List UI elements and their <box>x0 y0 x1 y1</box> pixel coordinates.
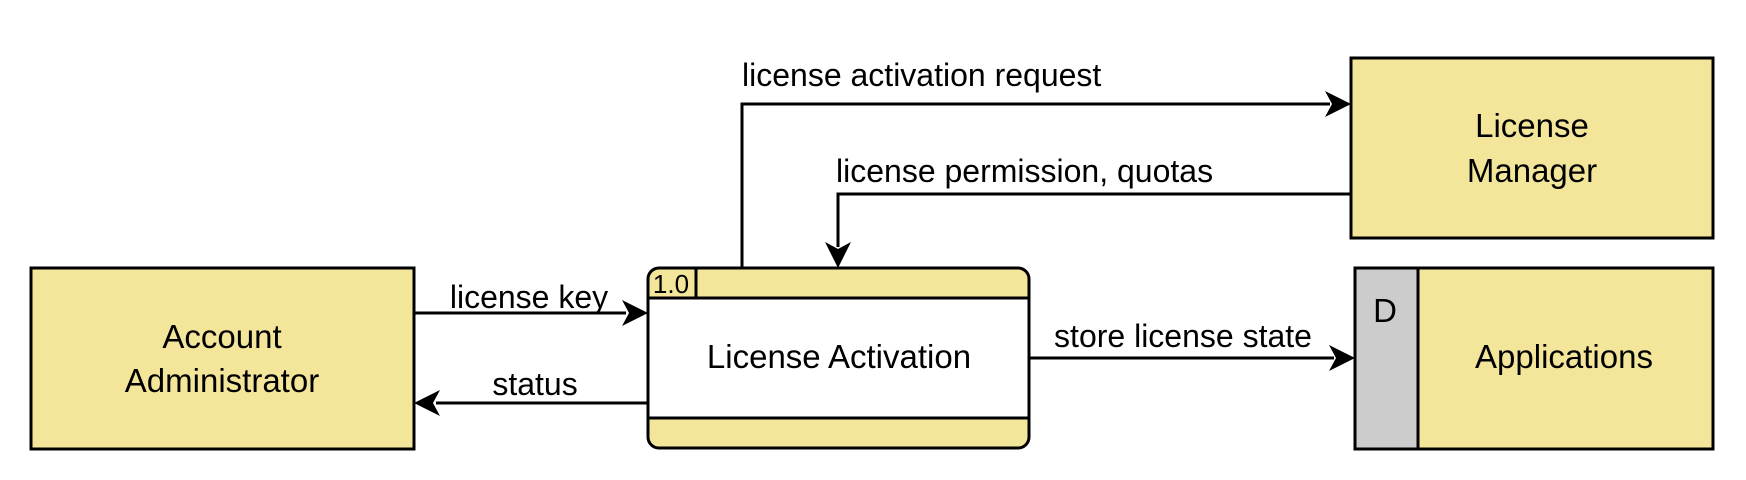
flow-status[interactable]: status <box>414 366 648 416</box>
process-body <box>649 298 1028 418</box>
flow-license-key[interactable]: license key <box>414 279 648 326</box>
datastore-id: D <box>1373 292 1397 329</box>
flow-label: license permission, quotas <box>836 153 1213 189</box>
arrowhead <box>622 300 648 326</box>
datastore-outline <box>1353 266 1715 451</box>
process-id: 1.0 <box>653 269 689 299</box>
flow-license-activation-request[interactable]: license activation request <box>740 57 1351 268</box>
arrowhead <box>414 390 440 416</box>
flow-line <box>740 102 1330 268</box>
entity-license-manager[interactable]: License Manager <box>1349 56 1715 240</box>
process-license-activation[interactable]: 1.0 License Activation <box>646 266 1031 450</box>
arrowhead <box>825 242 851 268</box>
datastore-id-cell <box>1356 269 1417 448</box>
flow-label: status <box>492 366 577 402</box>
flow-label: store license state <box>1054 318 1312 354</box>
entity-account-administrator[interactable]: Account Administrator <box>29 266 416 451</box>
entity-label-line1: Account <box>162 318 281 355</box>
flow-line <box>836 192 1351 247</box>
entity-label-line1: License <box>1475 107 1589 144</box>
entity-label-line2: Manager <box>1467 152 1597 189</box>
flow-store-license-state[interactable]: store license state <box>1029 318 1355 371</box>
entity-label-line2: Administrator <box>125 362 319 399</box>
arrowhead <box>1325 91 1351 117</box>
flow-label: license key <box>450 279 608 315</box>
datastore-applications[interactable]: D Applications <box>1353 266 1715 451</box>
datastore-label: Applications <box>1475 338 1653 375</box>
entity-box <box>29 266 416 451</box>
flow-license-permission-quotas[interactable]: license permission, quotas <box>825 153 1351 268</box>
process-label: License Activation <box>707 338 971 375</box>
flow-label: license activation request <box>742 57 1101 93</box>
arrowhead <box>1329 345 1355 371</box>
entity-box <box>1349 56 1715 240</box>
